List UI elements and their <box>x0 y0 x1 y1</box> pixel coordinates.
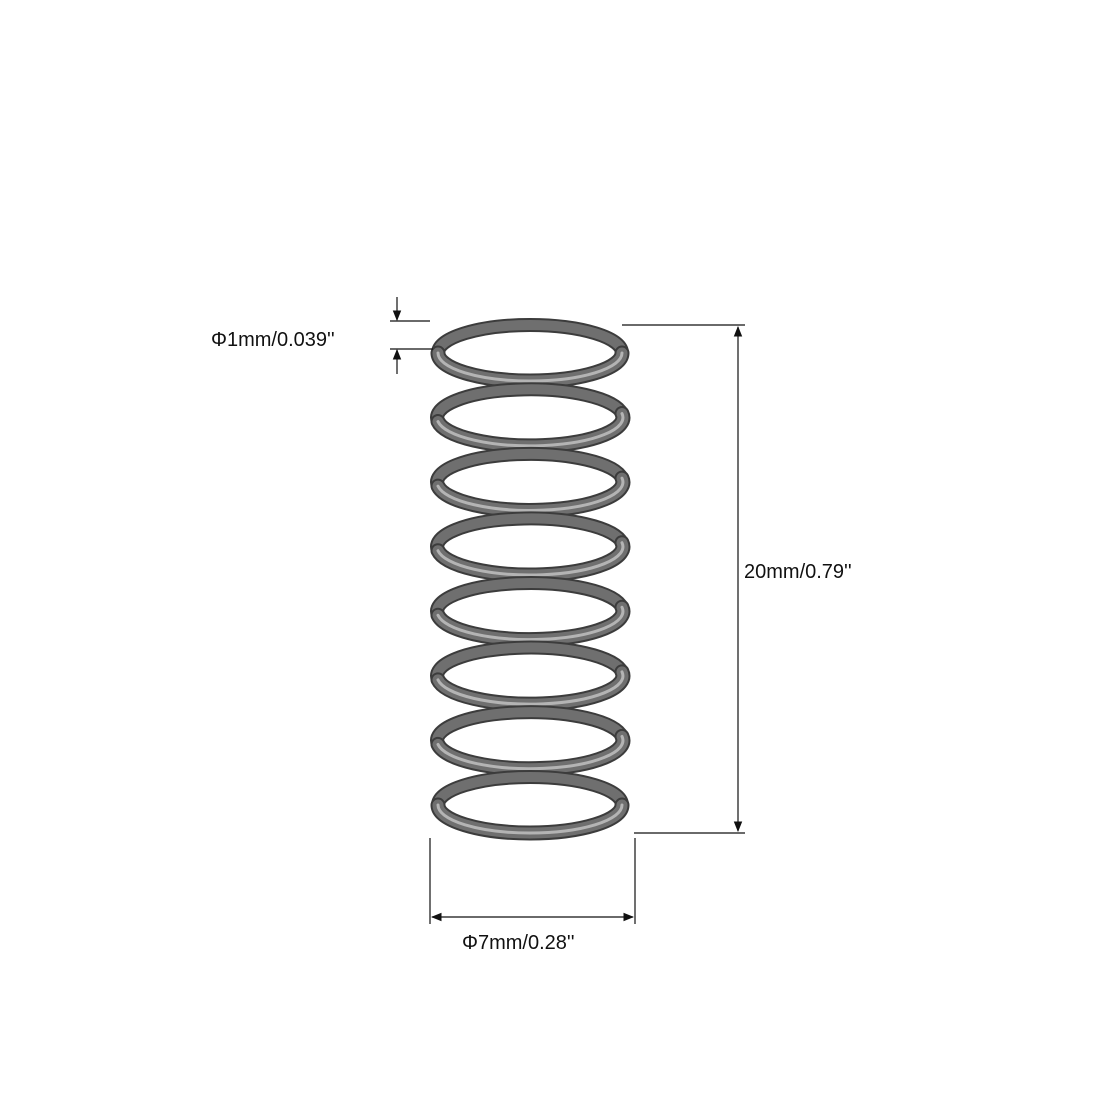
free-length-label: 20mm/0.79'' <box>744 561 852 583</box>
coil-front <box>432 666 629 710</box>
spring-coil <box>430 770 630 841</box>
coil-back <box>432 578 627 621</box>
coil-front-highlight <box>436 412 625 448</box>
coil-front-highlight <box>436 605 625 642</box>
coil-front-highlight <box>436 351 624 383</box>
spring-coil <box>430 640 631 712</box>
outer-diameter-dimension <box>429 838 636 924</box>
coil-back <box>432 707 627 750</box>
spring-coil <box>430 705 631 777</box>
coil-back <box>432 448 627 492</box>
coil-back <box>433 772 627 810</box>
coil-front <box>432 730 629 775</box>
spring-coil <box>430 446 631 518</box>
coil-back <box>432 384 627 427</box>
coil-front-highlight <box>436 734 625 771</box>
wire-diameter-dimension <box>390 297 433 374</box>
spring-coil <box>430 511 631 583</box>
coil-front-highlight <box>436 541 625 577</box>
outer-diameter-label: Φ7mm/0.28'' <box>462 932 575 954</box>
coil-back <box>433 320 627 358</box>
coil-front-highlight <box>436 476 625 512</box>
coil-front <box>432 408 629 452</box>
length-dimension <box>622 324 745 834</box>
compression-spring <box>430 318 631 841</box>
coil-front <box>432 537 629 581</box>
spring-coil <box>430 318 630 389</box>
spring-coil <box>430 382 631 454</box>
coil-front <box>432 472 629 516</box>
wire-diameter-label: Φ1mm/0.039'' <box>211 329 335 351</box>
coil-back <box>432 513 627 556</box>
spring-coil <box>430 576 631 648</box>
coil-back <box>432 642 627 685</box>
coil-front <box>432 601 629 646</box>
coil-front-highlight <box>436 670 625 706</box>
coil-front-highlight <box>436 803 624 835</box>
